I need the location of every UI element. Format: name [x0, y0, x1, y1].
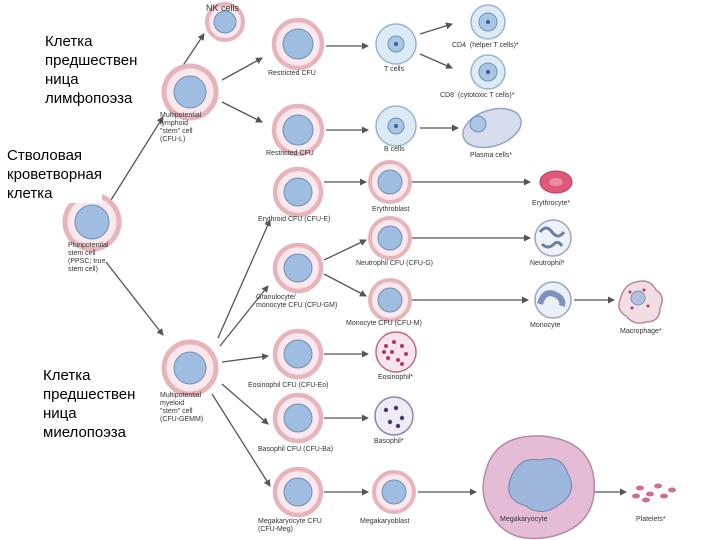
cd4-cell — [470, 4, 506, 40]
basophil-cell — [374, 396, 414, 436]
megakaryoblast-cell — [372, 470, 416, 514]
overlay-lymphoid-line: Клетка — [45, 33, 93, 50]
megakaryocyte-cell — [482, 435, 596, 540]
label-plasma: Plasma cells* — [470, 152, 513, 159]
label-t-cells: T cells — [384, 66, 405, 73]
label-eosinophil: Eosinophil* — [378, 374, 414, 381]
lymphocytes — [375, 4, 522, 149]
label-basophil: Basophil* — [374, 438, 404, 445]
arrow-myeloid-to-eos — [221, 353, 269, 363]
myeloid-stem-cell — [161, 339, 219, 397]
label-platelets: Platelets* — [636, 516, 666, 523]
erythroblast-cell — [368, 160, 412, 204]
overlay-myeloid-line: ница — [43, 405, 77, 422]
overlay-myeloid-line: предшествен — [43, 386, 136, 403]
label-nk-cells: NK cells — [206, 3, 240, 13]
label-megakaryoblast: Megakaryoblast — [360, 518, 410, 525]
label-monocyte-cfu: Monocyte CFU (CFU-M) — [346, 320, 422, 327]
basophil-cfu-cell — [272, 392, 324, 444]
label-megakaryocyte-cfu: Megakaryocyte CFU (CFU-Meg) — [258, 518, 322, 533]
t-cell — [375, 23, 417, 65]
arrow-lymphoid-to-restricted-2 — [221, 101, 263, 123]
restricted-cfu-cell-1 — [271, 17, 325, 71]
megakaryocyte-cfu-cell — [272, 466, 324, 518]
gm-cfu-cell — [272, 242, 324, 294]
neutrophil-cell — [534, 219, 572, 257]
overlay-myeloid-progenitor: Клетка предшествен ница миелопоэза — [43, 366, 136, 442]
arrow-myeloid-to-gm — [219, 285, 269, 347]
label-erythroid-cfu: Erythroid CFU (CFU-E) — [258, 216, 331, 223]
overlay-stem-cell: Стволовая кроветворная клетка — [7, 146, 102, 203]
overlay-lymphoid-progenitor: Клетка предшествен ница лимфопоэза — [45, 32, 138, 108]
label-megakaryocyte: Megakaryocyte — [500, 516, 548, 523]
platelets-cluster — [632, 483, 676, 503]
overlay-stem-line: кроветворная — [7, 166, 102, 183]
arrow-lymphoid-to-restricted-1 — [221, 57, 263, 81]
eosinophil-cell — [375, 331, 417, 373]
lymphoid-stem-cell — [161, 63, 219, 121]
arrows — [105, 22, 627, 496]
arrow-gm-to-monocyte-cfu — [323, 273, 367, 297]
arrow-ppsc-to-lymphoid — [105, 116, 164, 209]
label-pluripotential: Pluripotential stem cell (PPSC; true ste… — [68, 242, 109, 273]
label-restricted-cfu-1: Restricted CFU — [268, 70, 316, 77]
nk-cell — [205, 2, 245, 42]
label-erythroblast: Erythroblast — [372, 206, 410, 213]
neutrophil-cfu-cell — [368, 216, 412, 260]
overlay-stem-line: клетка — [7, 185, 53, 202]
arrow-myeloid-to-meg — [211, 393, 271, 487]
overlay-lymphoid-line: ница — [45, 71, 79, 88]
label-cd4: CD4 (helper T cells)* — [452, 42, 519, 49]
label-granulocyte-cfu: Granulocyte/ monocyte CFU (CFU-GM) — [256, 294, 338, 309]
label-eosinophil-cfu: Eosinophil CFU (CFU-Eo) — [248, 382, 329, 389]
label-erythrocyte: Erythrocyte* — [532, 200, 571, 207]
label-multipotential-myeloid: Multipotential myeloid "stem" cell (CFU-… — [160, 392, 204, 423]
label-monocyte: Monocyte — [530, 322, 561, 329]
restricted-cfu-cell-2 — [271, 103, 325, 157]
arrow-t-to-cd8 — [419, 53, 453, 69]
erythroid-cfu-cell — [272, 166, 324, 218]
overlay-stem-line: Стволовая — [7, 147, 83, 164]
overlay-lymphoid-line: лимфопоэза — [45, 90, 133, 107]
monocyte-cfu-cell — [368, 278, 412, 322]
overlay-lymphoid-line: предшествен — [45, 52, 138, 69]
label-cd8: CD8 (cytotoxic T cells)* — [440, 92, 515, 99]
mature-myeloid-cells — [374, 170, 676, 540]
b-cell — [375, 105, 417, 147]
label-neutrophil-cfu: Neutrophil CFU (CFU-G) — [356, 260, 434, 267]
cd8-cell — [470, 54, 506, 90]
monocyte-cell — [534, 281, 572, 319]
label-restricted-cfu-2: Restricted CFU — [266, 150, 314, 157]
arrow-myeloid-to-baso — [221, 383, 269, 425]
label-basophil-cfu: Basophil CFU (CFU-Ba) — [258, 446, 334, 453]
arrow-myeloid-to-erythroid — [217, 219, 271, 339]
overlay-myeloid-line: Клетка — [43, 367, 91, 384]
stem-cells — [62, 2, 416, 518]
eosinophil-cfu-cell — [272, 328, 324, 380]
macrophage-cell — [618, 280, 663, 324]
erythrocyte-cell — [539, 170, 573, 194]
pluripotential-stem-cell — [62, 192, 122, 252]
plasma-cell — [462, 107, 522, 149]
overlay-myeloid-line: миелопоэза — [43, 424, 126, 441]
label-multipotential-lymphoid: Multipotential lymphoid "stem" cell (CFU… — [160, 112, 202, 143]
label-neutrophil: Neutrophil* — [530, 260, 565, 267]
label-macrophage: Macrophage* — [620, 328, 662, 335]
label-b-cells: B cells — [384, 146, 405, 153]
arrow-gm-to-neutrophil-cfu — [323, 239, 367, 261]
arrow-lymphoid-to-nk — [179, 33, 205, 71]
arrow-t-to-cd4 — [419, 22, 453, 35]
arrow-ppsc-to-myeloid — [105, 261, 164, 336]
